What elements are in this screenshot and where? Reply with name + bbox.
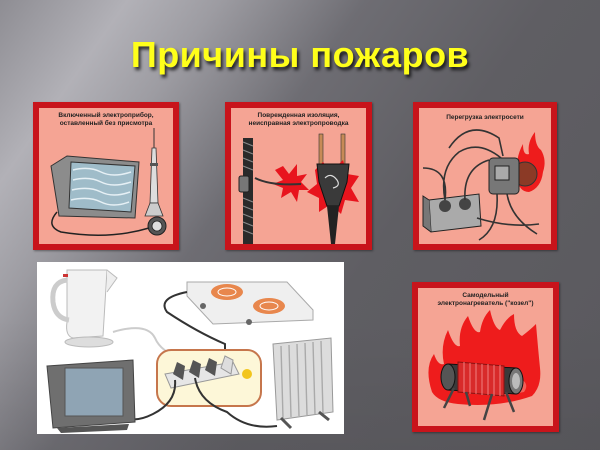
card-caption: Включенный электроприбор, оставленный бе… [58,112,154,127]
card-caption: Перегрузка электросети [446,114,524,121]
hot-plate-icon [163,281,314,362]
card-damaged-wiring: Поврежденная изоляция, неисправная элект… [225,102,372,250]
radiator-icon [272,337,334,430]
card-overloaded-network: Перегрузка электросети [413,102,557,250]
appliances-power-strip-photo [37,262,344,434]
tv-icon [46,359,136,433]
slide-title: Причины пожаров [130,34,470,75]
power-strip-icon [126,349,278,428]
card-homemade-heater: Самодельный электронагреватель ("козел") [412,282,559,432]
damaged-wire-plug-icon [238,133,359,244]
card-caption: Самодельный электронагреватель ("козел") [437,292,534,307]
card-caption: Поврежденная изоляция, неисправная элект… [248,112,349,127]
tv-antenna-icon [50,128,167,236]
appliances-power-strip-illustration [46,269,334,433]
overloaded-socket-icon [422,129,545,241]
kettle-icon [50,269,182,359]
card-unattended-appliance: Включенный электроприбор, оставленный бе… [33,102,179,250]
homemade-heater-icon [428,310,541,421]
